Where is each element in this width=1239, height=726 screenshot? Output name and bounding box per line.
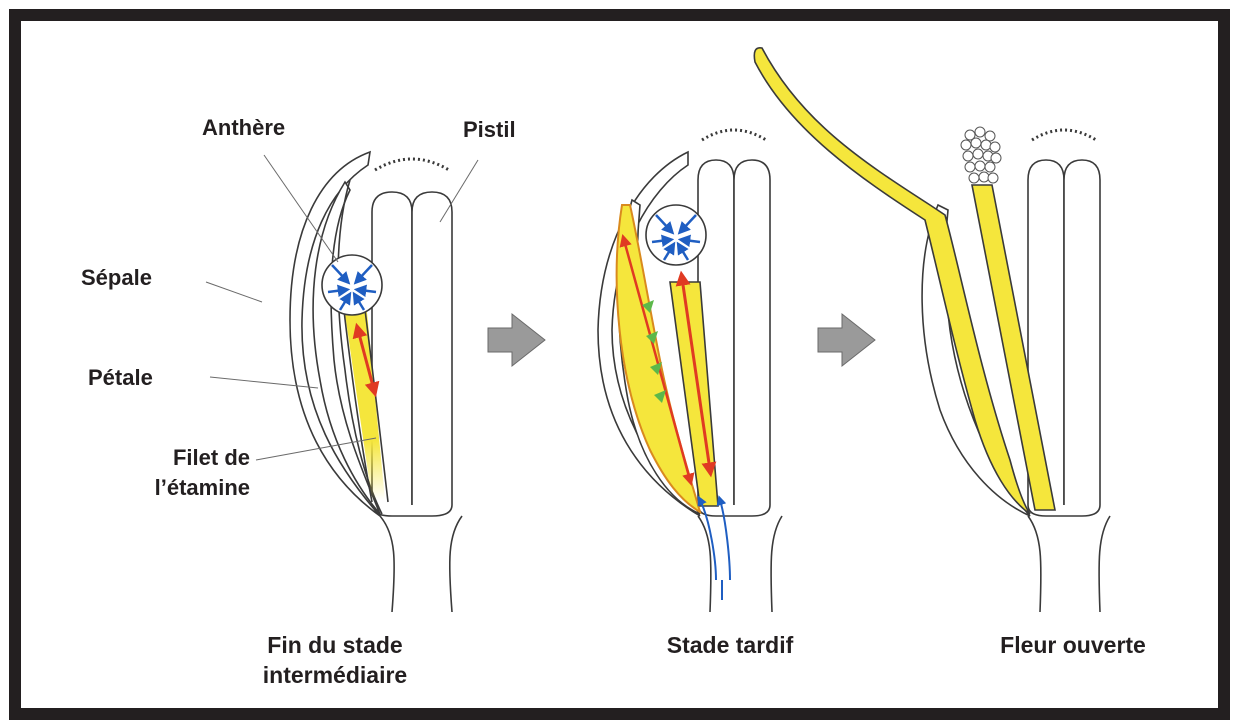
- label-filet-line1: Filet de: [120, 444, 250, 472]
- stage2-flower: [598, 130, 782, 612]
- process-arrow-2: [818, 314, 875, 366]
- process-arrow-1: [488, 314, 545, 366]
- caption-stage1-line2: intermédiaire: [220, 660, 450, 690]
- label-filet-line2: l’étamine: [120, 474, 250, 502]
- pollen-cluster: [961, 127, 1001, 183]
- stage3-flower: [754, 48, 1110, 612]
- anther-shape: [322, 255, 382, 315]
- label-pistil: Pistil: [463, 116, 516, 144]
- label-petale: Pétale: [88, 364, 153, 392]
- label-sepale: Sépale: [81, 264, 152, 292]
- caption-stage1-line1: Fin du stade: [220, 630, 450, 660]
- stage1-flower: [290, 152, 462, 612]
- caption-stage3: Fleur ouverte: [958, 630, 1188, 660]
- caption-stage2: Stade tardif: [620, 630, 840, 660]
- label-anthere: Anthère: [202, 114, 285, 142]
- open-petal: [754, 48, 1030, 514]
